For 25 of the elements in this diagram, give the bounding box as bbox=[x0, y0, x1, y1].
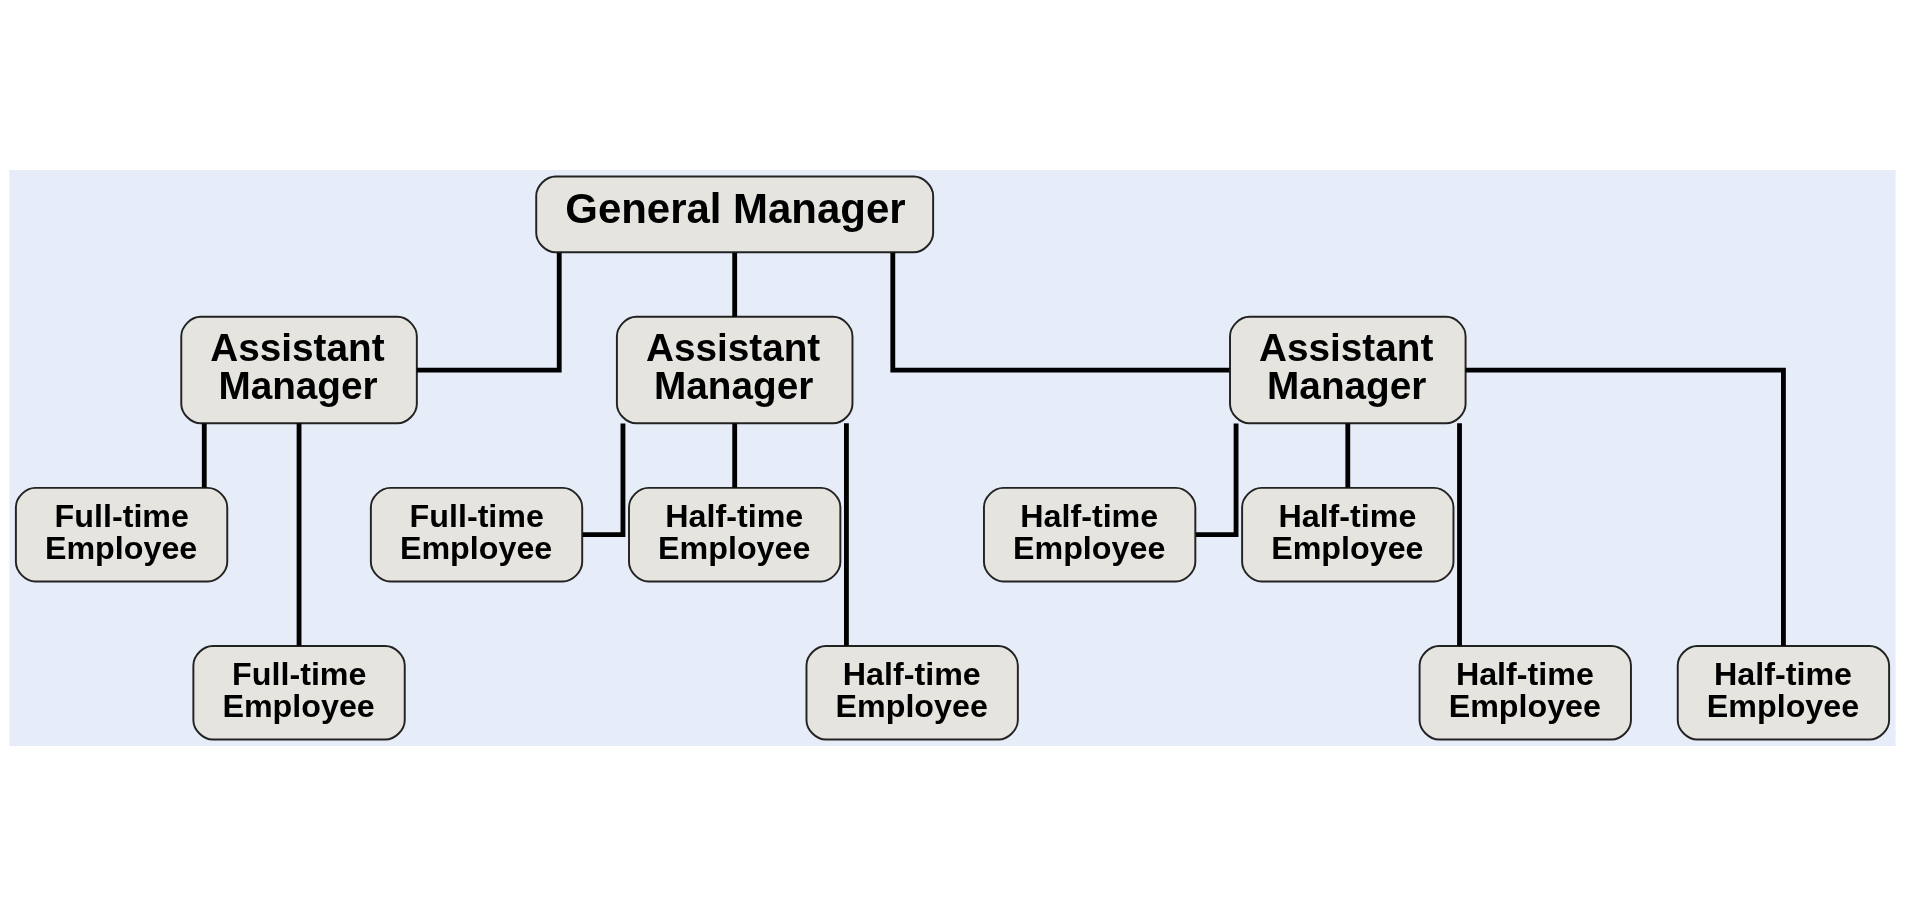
connector bbox=[732, 423, 738, 488]
connector bbox=[1345, 423, 1351, 488]
connector bbox=[296, 423, 302, 646]
node-box: Half-time Employee bbox=[1418, 645, 1632, 741]
connector bbox=[201, 423, 207, 488]
node-box: Half-time Employee bbox=[1676, 645, 1891, 741]
connector bbox=[1465, 367, 1786, 646]
node-box: Half-time Employee bbox=[805, 645, 1019, 741]
node-box: Full-time Employee bbox=[369, 486, 584, 583]
node-box: Half-time Employee bbox=[1241, 486, 1455, 583]
connector bbox=[890, 252, 1230, 373]
connector bbox=[416, 252, 562, 373]
node-box: General Manager bbox=[535, 175, 935, 254]
node-box: Assistant Manager bbox=[180, 315, 418, 425]
node-box: Full-time Employee bbox=[192, 645, 406, 741]
connector bbox=[1196, 423, 1239, 538]
node-box: Assistant Manager bbox=[615, 315, 854, 425]
connector bbox=[732, 252, 738, 317]
node-box: Half-time Employee bbox=[983, 486, 1197, 583]
connector bbox=[582, 423, 626, 538]
connector bbox=[844, 423, 849, 646]
node-box: Half-time Employee bbox=[628, 486, 842, 583]
node-box: Full-time Employee bbox=[14, 486, 229, 583]
connector bbox=[1457, 423, 1462, 646]
node-box: Assistant Manager bbox=[1229, 315, 1467, 425]
